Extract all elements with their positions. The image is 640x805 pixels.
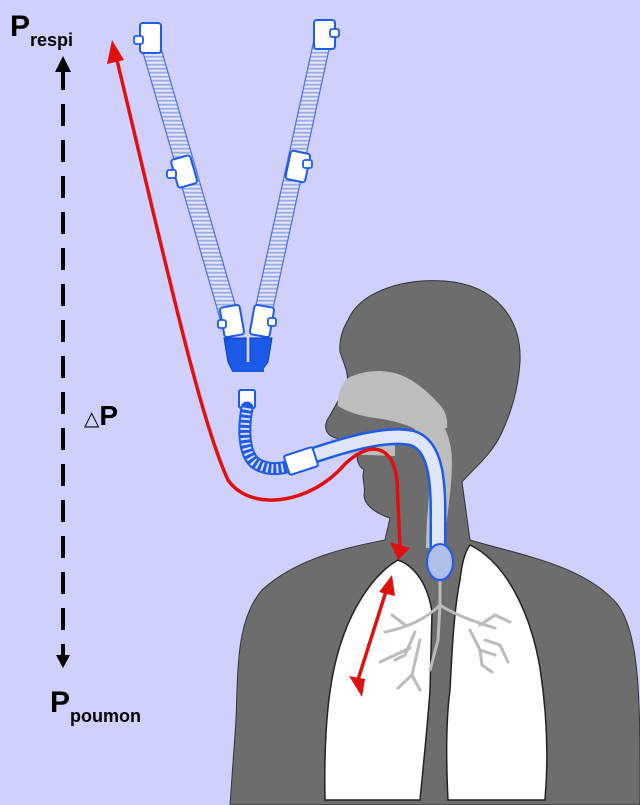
label-p-respi: Prespi [10,12,73,42]
inspiratory-limb [134,23,239,322]
tube-clip-mid-right [285,150,312,183]
arrow-ventilator-icon [107,40,124,64]
label-delta-p: △P [84,402,118,430]
label-p-poumon: Ppoumon [50,688,141,718]
tube-clip-top-left [134,23,161,53]
arrow-down-icon [56,655,70,668]
pressure-axis [55,56,71,668]
y-piece-connector [218,304,276,408]
tube-clip-top-right [314,20,339,49]
arrow-up-icon [55,56,71,72]
catheter-mount [245,408,290,469]
tube-cuff [427,544,453,580]
expiratory-limb [254,20,339,318]
